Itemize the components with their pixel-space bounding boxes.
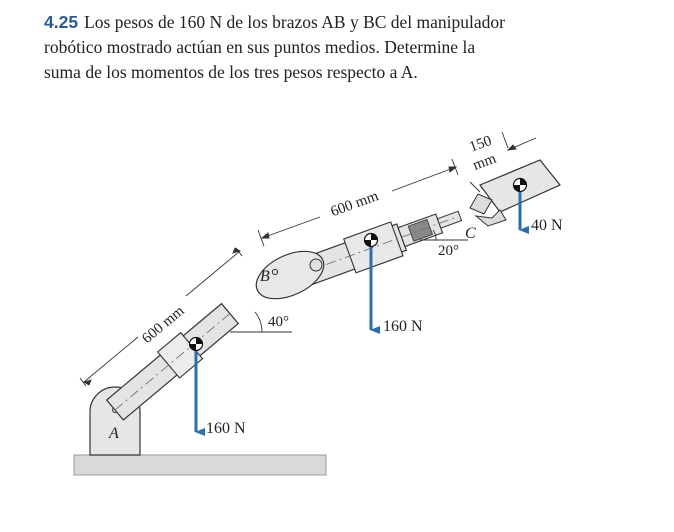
- force-gripper-label: 40 N: [531, 217, 563, 234]
- dimension-bc: [257, 158, 459, 247]
- angle-c-label: 20°: [438, 243, 459, 259]
- joint-b-boss: [309, 258, 323, 272]
- force-bc-label: 160 N: [383, 318, 423, 335]
- problem-line-2: robótico mostrado actúan en sus puntos m…: [44, 37, 476, 57]
- problem-line-3: suma de los momentos de los tres pesos r…: [44, 62, 418, 82]
- joint-b: [255, 250, 325, 300]
- label-c: C: [465, 225, 476, 242]
- angle-c-marker: [420, 229, 468, 241]
- label-b: B: [260, 268, 270, 285]
- dim-bc-label: 600 mm: [329, 188, 381, 220]
- dimension-150: [501, 131, 537, 151]
- dim-150-top: 150: [467, 133, 494, 156]
- angle-ab-label: 40°: [268, 314, 289, 330]
- cg-ab: [188, 336, 204, 352]
- problem-text-1: Los pesos de 160 N de los brazos AB y BC…: [84, 12, 505, 32]
- force-ab-label: 160 N: [206, 420, 246, 437]
- cg-gripper: [512, 177, 528, 193]
- angle-ab-marker: [230, 311, 292, 333]
- label-a: A: [108, 425, 119, 442]
- cg-bc: [363, 232, 379, 248]
- arm-ab: [105, 302, 240, 421]
- ground: [73, 454, 327, 476]
- dim-150-bottom: mm: [471, 151, 499, 174]
- dimension-ab: [79, 247, 243, 387]
- pin-b: [271, 268, 279, 276]
- problem-number: 4.25: [44, 12, 79, 32]
